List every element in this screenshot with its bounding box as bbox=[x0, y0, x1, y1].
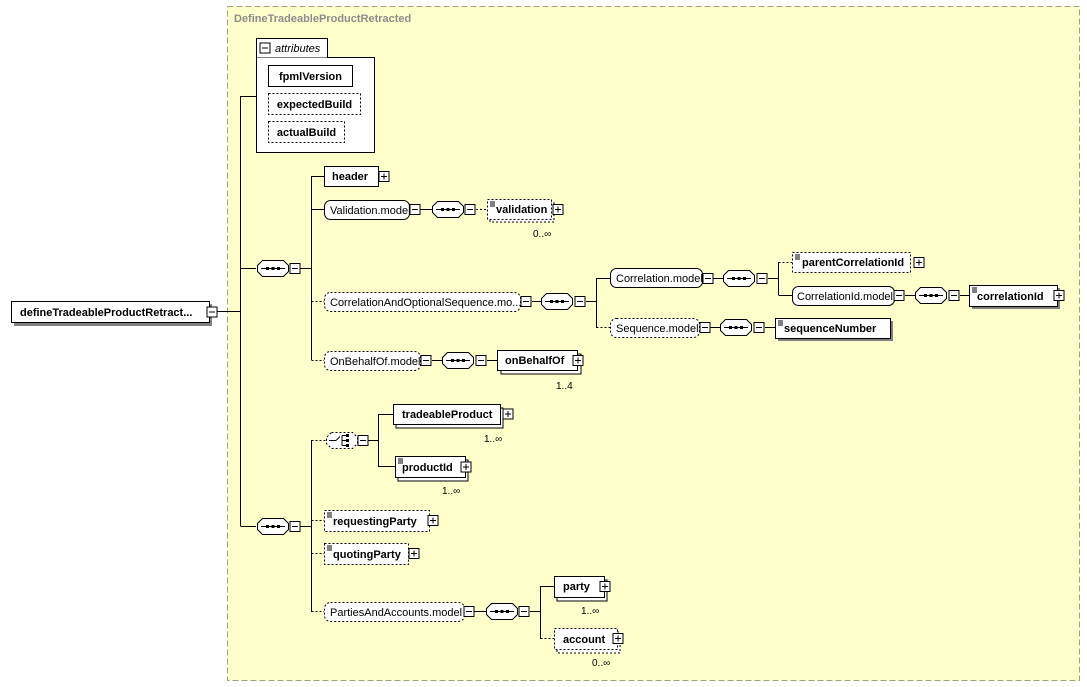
collapse-icon[interactable] bbox=[409, 204, 421, 215]
collapse-icon[interactable] bbox=[574, 296, 586, 307]
collapse-icon[interactable] bbox=[464, 204, 476, 215]
attributes-collapse-icon[interactable] bbox=[259, 42, 271, 54]
group-sequence-model[interactable]: Sequence.model bbox=[610, 318, 711, 338]
occurrence-label: 1..4 bbox=[556, 381, 573, 392]
expand-icon[interactable] bbox=[913, 257, 925, 268]
collapse-icon[interactable] bbox=[420, 355, 432, 366]
expand-icon[interactable] bbox=[502, 408, 514, 420]
expand-icon[interactable] bbox=[599, 581, 611, 592]
group-correlation-and-optional-sequence-model[interactable]: CorrelationAndOptionalSequence.mo... bbox=[324, 292, 532, 312]
expand-icon[interactable] bbox=[1053, 290, 1065, 301]
sequence-compositor-1[interactable] bbox=[257, 260, 301, 277]
expand-icon[interactable] bbox=[612, 633, 624, 644]
sequence-collapse-icon[interactable] bbox=[289, 521, 301, 532]
expand-icon[interactable] bbox=[408, 548, 420, 559]
connector-lines bbox=[217, 96, 969, 639]
element-label: parentCorrelationId bbox=[802, 257, 904, 269]
root-collapse-icon[interactable] bbox=[206, 306, 218, 318]
element-on-behalf-of[interactable]: onBehalfOf 1..4 bbox=[497, 350, 584, 393]
attribute-label: fpmlVersion bbox=[279, 71, 342, 83]
occurrence-label: 1..∞ bbox=[581, 606, 599, 617]
group-label: CorrelationAndOptionalSequence.mo... bbox=[330, 297, 521, 309]
element-header[interactable]: header bbox=[324, 166, 390, 187]
element-party[interactable]: party 1..∞ bbox=[554, 576, 611, 618]
collapse-icon[interactable] bbox=[463, 606, 475, 617]
expand-icon[interactable] bbox=[552, 204, 564, 215]
group-on-behalf-of-model[interactable]: OnBehalfOf.model bbox=[324, 351, 432, 371]
element-correlation-id[interactable]: correlationId bbox=[969, 285, 1065, 310]
occurrence-label: 0..∞ bbox=[533, 229, 551, 240]
attribute-label: actualBuild bbox=[277, 127, 336, 139]
expand-icon[interactable] bbox=[427, 515, 439, 526]
element-label: tradeableProduct bbox=[402, 409, 493, 421]
sequence-compositor-2[interactable] bbox=[257, 518, 301, 535]
group-label: OnBehalfOf.model bbox=[330, 356, 421, 368]
expand-icon[interactable] bbox=[378, 171, 390, 182]
occurrence-label: 0..∞ bbox=[592, 658, 610, 669]
group-validation-model[interactable]: Validation.model bbox=[324, 200, 421, 220]
collapse-icon[interactable] bbox=[756, 273, 768, 284]
element-label: header bbox=[332, 171, 369, 183]
occurrence-label: 1..∞ bbox=[484, 434, 502, 445]
group-parties-and-accounts-model[interactable]: PartiesAndAccounts.model bbox=[324, 602, 475, 622]
group-label: CorrelationId.model bbox=[797, 291, 893, 303]
sequence-compositor-on-behalf-of[interactable] bbox=[442, 352, 487, 369]
element-label: onBehalfOf bbox=[505, 355, 565, 367]
element-quoting-party[interactable]: quotingParty bbox=[324, 543, 420, 565]
group-label: Validation.model bbox=[330, 205, 411, 217]
collapse-icon[interactable] bbox=[518, 606, 530, 617]
element-sequence-number[interactable]: sequenceNumber bbox=[775, 318, 894, 342]
group-correlation-id-model[interactable]: CorrelationId.model bbox=[792, 286, 905, 306]
collapse-icon[interactable] bbox=[702, 273, 714, 284]
root-element-label: defineTradeableProductRetract... bbox=[20, 307, 192, 319]
sequence-compositor-validation[interactable] bbox=[432, 201, 476, 218]
expand-icon[interactable] bbox=[572, 355, 584, 366]
element-account[interactable]: account 0..∞ bbox=[554, 628, 624, 670]
collapse-icon[interactable] bbox=[520, 296, 532, 307]
attribute-fpmlversion[interactable]: fpmlVersion bbox=[268, 65, 353, 87]
element-product-id[interactable]: productId 1..∞ bbox=[395, 456, 472, 498]
choice-compositor[interactable] bbox=[326, 432, 369, 449]
group-title: DefineTradeableProductRetracted bbox=[234, 13, 411, 25]
attribute-label: expectedBuild bbox=[277, 99, 352, 111]
collapse-icon[interactable] bbox=[475, 355, 487, 366]
element-label: party bbox=[563, 581, 591, 593]
element-validation[interactable]: validation 0..∞ bbox=[487, 199, 564, 241]
element-label: account bbox=[563, 634, 606, 646]
element-label: requestingParty bbox=[333, 516, 418, 528]
collapse-icon[interactable] bbox=[699, 322, 711, 333]
sequence-collapse-icon[interactable] bbox=[289, 263, 301, 274]
sequence-compositor-correlation-optional[interactable] bbox=[541, 293, 586, 310]
element-label: quotingParty bbox=[333, 549, 402, 561]
collapse-icon[interactable] bbox=[753, 322, 765, 333]
sequence-compositor-parties-accounts[interactable] bbox=[486, 603, 530, 620]
element-parent-correlation-id[interactable]: parentCorrelationId bbox=[792, 252, 925, 273]
attribute-actualbuild[interactable]: actualBuild bbox=[268, 121, 345, 143]
element-label: correlationId bbox=[977, 291, 1044, 303]
collapse-icon[interactable] bbox=[893, 290, 905, 301]
group-label: PartiesAndAccounts.model bbox=[330, 607, 462, 619]
collapse-icon[interactable] bbox=[948, 290, 960, 301]
attributes-panel: attributes fpmlVersion expectedBuild act… bbox=[256, 38, 375, 153]
element-label: productId bbox=[402, 462, 453, 474]
occurrence-label: 1..∞ bbox=[442, 486, 460, 497]
group-correlation-model[interactable]: Correlation.model bbox=[610, 268, 714, 288]
collapse-icon[interactable] bbox=[357, 435, 369, 446]
attributes-label: attributes bbox=[275, 43, 321, 55]
sequence-compositor-correlation[interactable] bbox=[723, 270, 768, 287]
element-tradeable-product[interactable]: tradeableProduct 1..∞ bbox=[393, 404, 514, 446]
sequence-compositor-correlation-id[interactable] bbox=[915, 287, 960, 304]
group-label: Correlation.model bbox=[616, 273, 703, 285]
element-requesting-party[interactable]: requestingParty bbox=[324, 510, 439, 532]
sequence-compositor-sequence[interactable] bbox=[720, 319, 765, 336]
element-label: validation bbox=[496, 204, 548, 216]
group-label: Sequence.model bbox=[616, 323, 699, 335]
element-label: sequenceNumber bbox=[784, 323, 877, 335]
expand-icon[interactable] bbox=[460, 461, 472, 473]
attribute-expectedbuild[interactable]: expectedBuild bbox=[268, 93, 361, 115]
root-element-define-tradeable-product-retracted[interactable]: defineTradeableProductRetract... bbox=[11, 301, 218, 327]
